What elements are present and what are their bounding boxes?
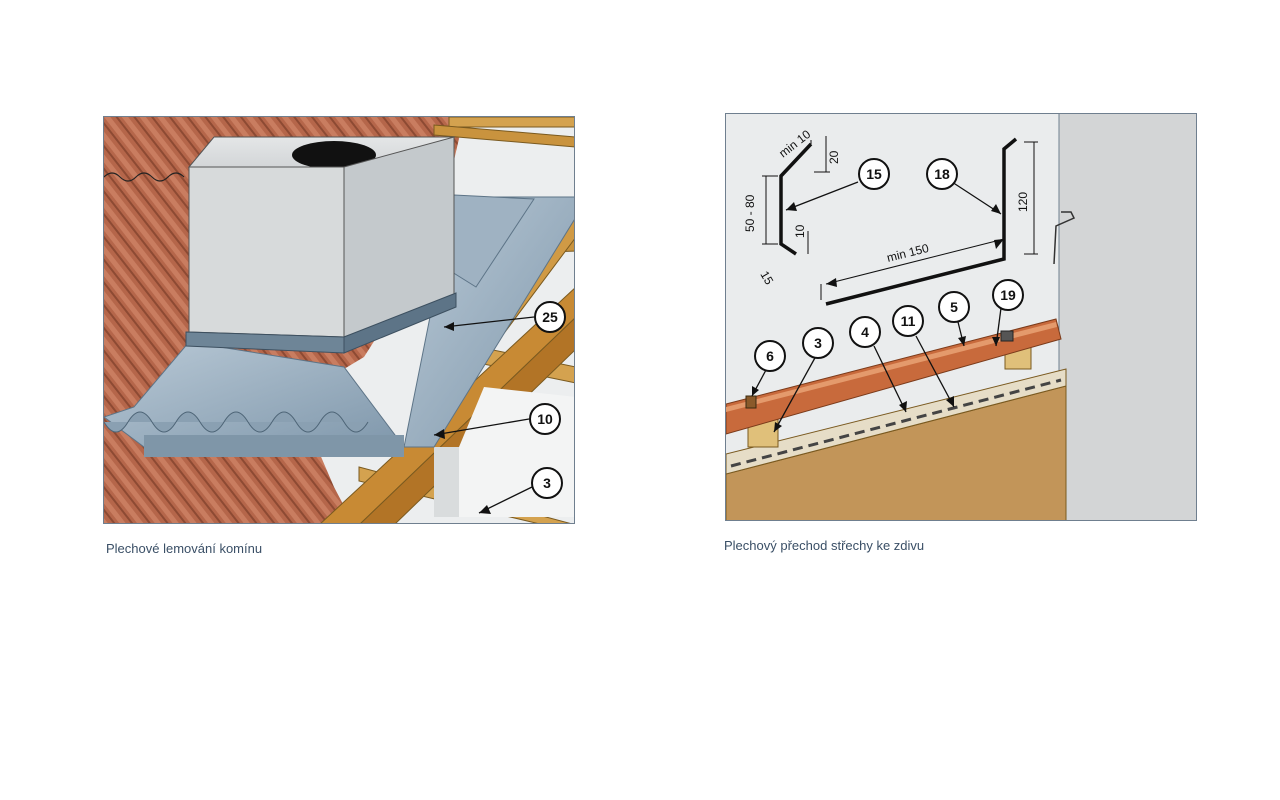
callout-18: 18 (926, 158, 1002, 215)
dim-20: 20 (827, 150, 841, 164)
callout-19: 19 (992, 279, 1024, 347)
callout-3: 3 (773, 327, 834, 433)
copper-rafter (726, 318, 1062, 435)
chimney-flashing-drawing: 25 10 3 (104, 117, 574, 523)
roof-wall-transition-drawing: min 10 20 50 - 80 10 15 min 150 120 (726, 114, 1196, 520)
callout-5: 5 (938, 291, 970, 347)
chimney-flashing-illustration: 25 10 3 (103, 116, 575, 524)
svg-text:11: 11 (901, 313, 916, 329)
figure-caption-wall-transition: Plechový přechod střechy ke zdivu (724, 538, 925, 553)
svg-text:18: 18 (934, 166, 950, 182)
callout-15: 15 (785, 158, 890, 211)
svg-text:15: 15 (866, 166, 882, 182)
svg-text:3: 3 (543, 475, 551, 491)
profile-18 (820, 137, 1038, 306)
roof-wall-transition-illustration: min 10 20 50 - 80 10 15 min 150 120 (725, 113, 1197, 521)
svg-text:6: 6 (766, 348, 774, 364)
callout-25: 25 (443, 301, 566, 333)
chimney-flue-opening (292, 141, 376, 169)
svg-text:3: 3 (814, 335, 822, 351)
callout-10: 10 (433, 403, 561, 439)
dim-50-80: 50 - 80 (743, 194, 757, 232)
svg-text:4: 4 (861, 324, 869, 340)
svg-text:5: 5 (950, 299, 958, 315)
callout-6: 6 (751, 340, 786, 397)
masonry-wall (1059, 114, 1196, 520)
svg-text:25: 25 (542, 309, 558, 325)
underlay-strip (730, 378, 1062, 468)
svg-text:19: 19 (1000, 287, 1016, 303)
dim-min-150: min 150 (885, 241, 930, 265)
callout-3: 3 (478, 467, 563, 514)
dim-min-10: min 10 (776, 127, 813, 160)
dim-10: 10 (793, 224, 807, 238)
callout-4: 4 (849, 316, 907, 413)
chimney (185, 136, 457, 354)
dim-15: 15 (757, 269, 776, 288)
callout-11: 11 (892, 305, 955, 408)
profile-15 (779, 140, 813, 256)
dimension-lines-profile-15 (762, 136, 830, 254)
svg-text:10: 10 (537, 411, 553, 427)
figure-caption-chimney: Plechové lemování komínu (106, 541, 263, 556)
dim-120: 120 (1016, 192, 1030, 212)
